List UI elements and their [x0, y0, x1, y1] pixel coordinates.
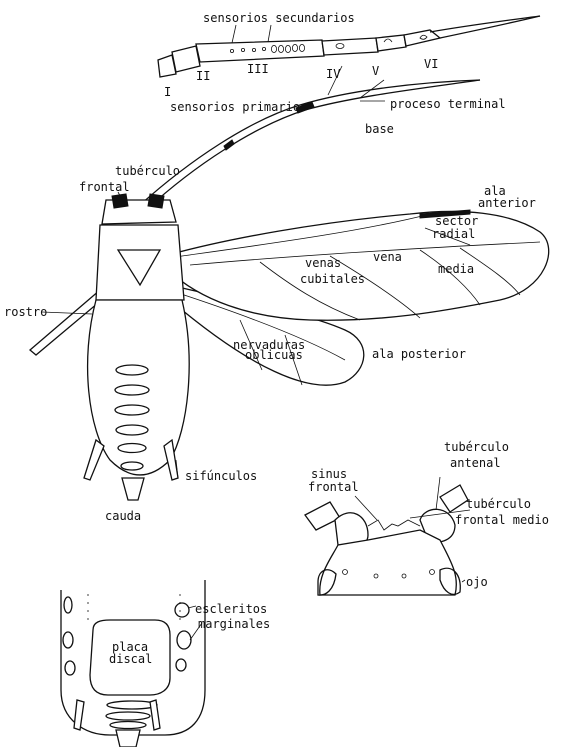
label-escleritos-1: escleritos [195, 602, 267, 616]
cauda [122, 478, 144, 500]
label-sinus-frontal-2: frontal [308, 480, 359, 494]
label-vena-media-2: media [438, 262, 474, 276]
label-ala-anterior-2: anterior [478, 196, 536, 210]
label-tuberculo-frontal-1: tubérculo [115, 164, 180, 178]
label-tuberculo-frontal-2: frontal [79, 180, 130, 194]
label-ala-posterior: ala posterior [372, 347, 466, 361]
label-sector-radial-1: sector [435, 214, 478, 228]
label-vena-media-1: vena [373, 250, 402, 264]
label-sector-radial-2: radial [432, 227, 475, 241]
label-sinus-frontal-1: sinus [311, 467, 347, 481]
label-segment-IV: IV [326, 67, 340, 81]
label-tuberculo-frontal-medio-2: frontal medio [455, 513, 549, 527]
fore-wing [168, 211, 549, 320]
label-segment-V: V [372, 64, 379, 78]
head-detail [305, 477, 470, 595]
label-sifunculos: sifúnculos [185, 469, 257, 483]
label-sensorios-secundarios: sensorios secundarios [203, 11, 355, 25]
label-venas-cubitales-2: cubitales [300, 272, 365, 286]
aphid-body [30, 80, 549, 500]
label-escleritos-2: marginales [198, 617, 270, 631]
label-tuberculo-frontal-medio-1: tubérculo [466, 497, 531, 511]
label-ojo: ojo [466, 575, 488, 589]
label-sensorios-primarios: sensorios primarios [170, 100, 307, 114]
label-nervaduras-oblicuas-2: oblicuas [245, 348, 303, 362]
label-segment-VI: VI [424, 57, 438, 71]
label-tuberculo-antenal-2: antenal [450, 456, 501, 470]
siphunculus-left [84, 440, 104, 480]
label-placa-discal-2: discal [109, 652, 152, 666]
label-segment-II: II [196, 69, 210, 83]
label-segment-I: I [164, 85, 171, 99]
label-proceso-terminal: proceso terminal [390, 97, 506, 111]
label-tuberculo-antenal-1: tubérculo [444, 440, 509, 454]
label-venas-cubitales-1: venas [305, 256, 341, 270]
label-cauda: cauda [105, 509, 141, 523]
antenna-detail: sensorios secundarios I II III IV V VI [158, 11, 540, 101]
label-base: base [365, 122, 394, 136]
label-rostro: rostro [4, 305, 47, 319]
label-segment-III: III [247, 62, 269, 76]
